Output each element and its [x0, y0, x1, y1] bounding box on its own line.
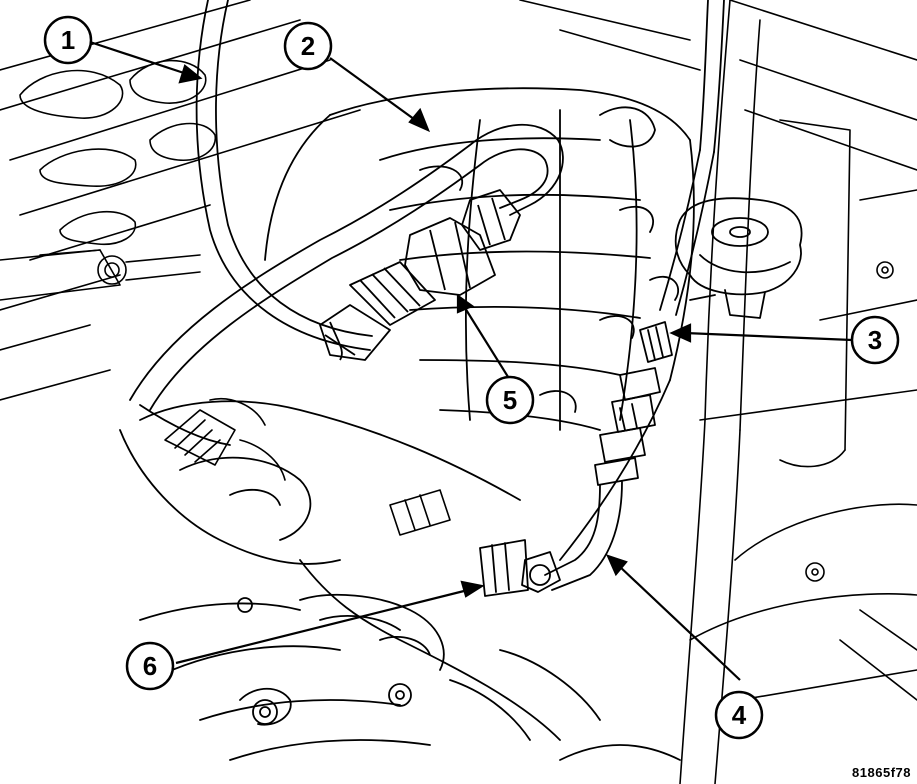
callout-3: 3 — [850, 315, 900, 365]
line-2 — [129, 123, 564, 446]
figure-code: 81865f78 — [852, 765, 911, 780]
svg-text:4: 4 — [732, 700, 747, 730]
callout-1: 1 — [43, 15, 93, 65]
leader-lines — [89, 40, 853, 681]
component-housing — [119, 87, 695, 761]
svg-text:6: 6 — [143, 651, 157, 681]
callout-4: 4 — [714, 690, 764, 740]
callout-6: 6 — [125, 641, 175, 691]
fitting-5 — [319, 189, 521, 361]
line-3-and-4 — [479, 149, 803, 597]
wiring-connector — [164, 398, 451, 536]
line-1 — [195, 0, 725, 351]
svg-text:2: 2 — [301, 31, 315, 61]
svg-text:5: 5 — [503, 385, 517, 415]
svg-text:1: 1 — [61, 25, 75, 55]
callout-2: 2 — [283, 21, 333, 71]
callout-5: 5 — [485, 375, 535, 425]
svg-text:3: 3 — [868, 325, 882, 355]
